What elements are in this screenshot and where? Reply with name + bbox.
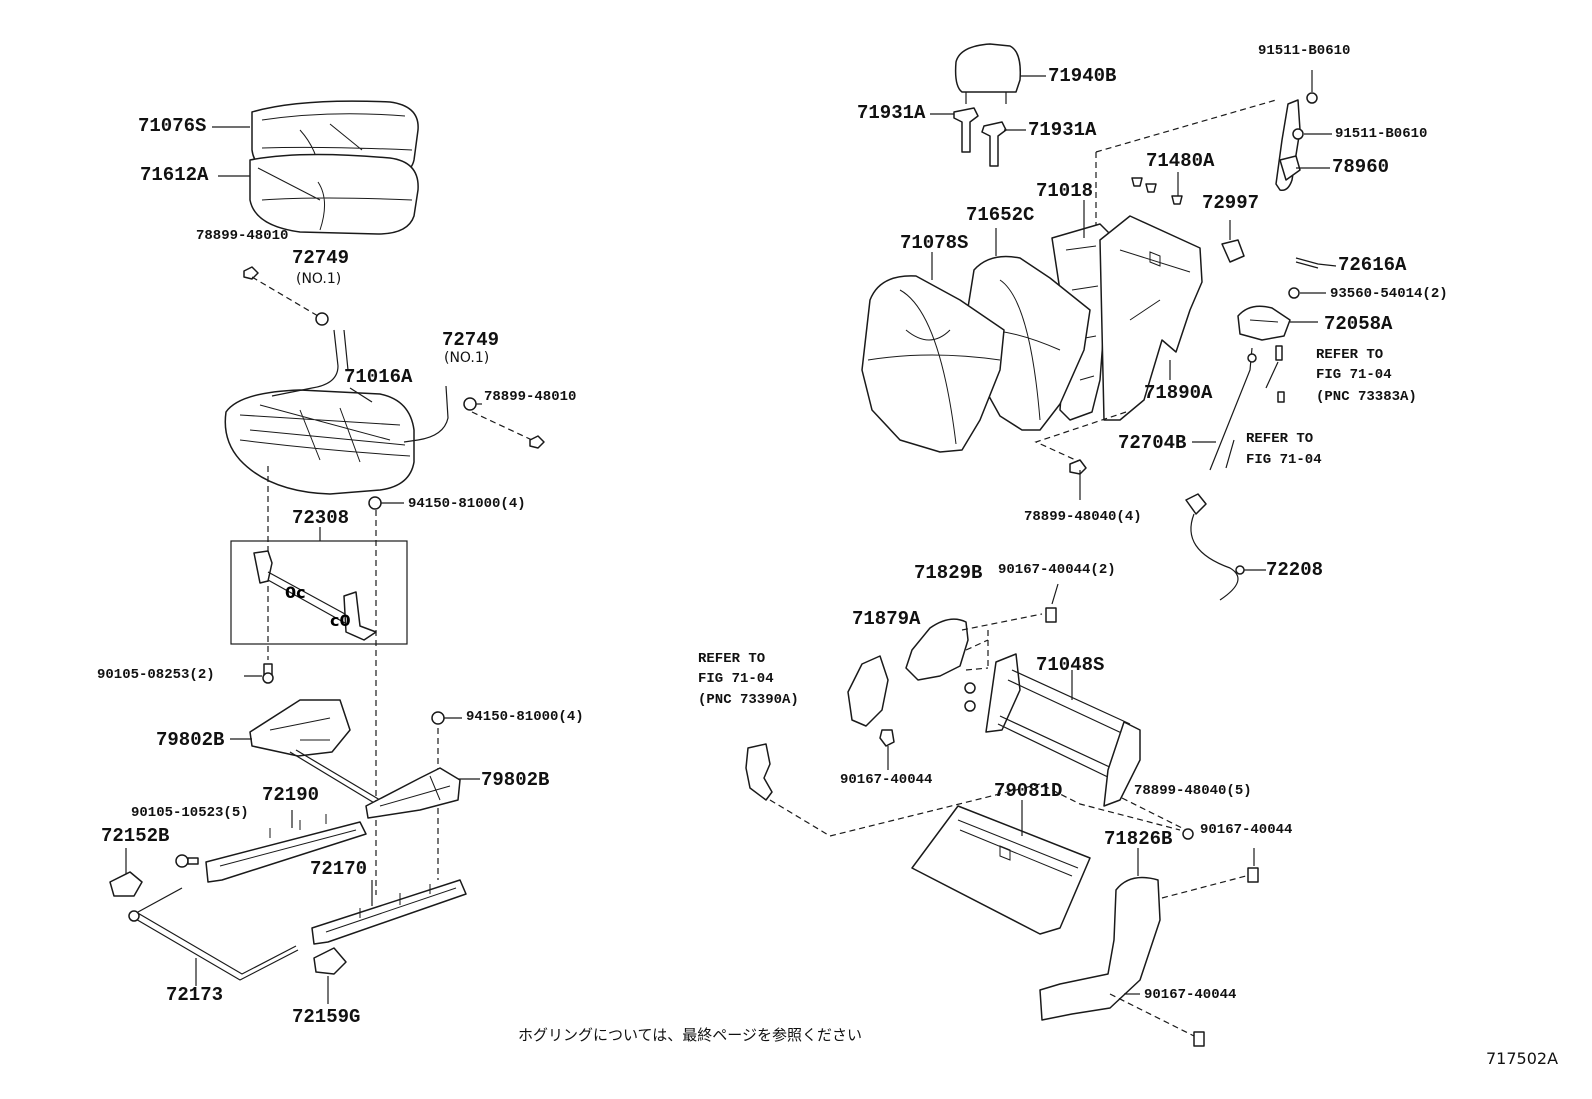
seat-back-cover-71078S (861, 275, 1005, 453)
cover-71879A (847, 655, 889, 727)
label-72170: 72170 (310, 858, 368, 880)
hog-ring-78899-48010 (243, 266, 259, 280)
seat-track-cover-79802B (249, 699, 381, 805)
svg-text:0c: 0c (285, 583, 306, 602)
label-71048S: 71048S (1036, 654, 1105, 676)
cover-72159G (313, 947, 347, 975)
label-71076S: 71076S (138, 115, 207, 137)
label-72749-a-note: (NO.1) (296, 271, 342, 287)
figure-code: 717502A (1486, 1049, 1559, 1068)
label-72173: 72173 (166, 984, 224, 1006)
label-79081D: 79081D (994, 780, 1063, 802)
label-78899-48040-5: 78899-48040(5) (1134, 783, 1252, 799)
label-71652C: 71652C (966, 204, 1035, 226)
label-71940B: 71940B (1048, 65, 1117, 87)
label-78960: 78960 (1332, 156, 1390, 178)
label-71829B: 71829B (914, 562, 983, 584)
label-79802B-a: 79802B (156, 729, 225, 751)
seat-back-frame-71048S (985, 653, 1141, 807)
label-91511-b0610-a: 91511-B0610 (1258, 43, 1351, 59)
refer-3-line-3: (PNC 73390A) (698, 692, 799, 708)
seat-adjuster-72190 (205, 810, 367, 883)
label-72616A: 72616A (1338, 254, 1407, 276)
label-90167-40044-2: 90167-40044(2) (998, 562, 1116, 578)
label-71480A: 71480A (1146, 150, 1215, 172)
label-72190: 72190 (262, 784, 320, 806)
belt-guide-78960 (1275, 99, 1301, 192)
label-72749-b-note: (NO.1) (444, 350, 490, 366)
label-78899-48010-a: 78899-48010 (196, 228, 289, 244)
label-72749-b: 72749 (442, 329, 500, 351)
label-91511-b0610-b: 91511-B0610 (1335, 126, 1428, 142)
label-94150-81000-b: 94150-81000(4) (466, 709, 584, 725)
side-cover-71826B (1039, 876, 1161, 1021)
bar-72173 (128, 887, 299, 981)
label-90167-40044-c: 90167-40044 (1144, 987, 1237, 1003)
label-72159G: 72159G (292, 1006, 361, 1028)
label-71018: 71018 (1036, 180, 1094, 202)
footnote-hog-ring: ホグリングについては、最終ページを参照ください (518, 1026, 862, 1044)
seat-back-board-71890A (1099, 215, 1203, 421)
label-71879A: 71879A (852, 608, 921, 630)
label-71931A-b: 71931A (1028, 119, 1097, 141)
seat-track-cover-79802B-b (365, 767, 461, 819)
svg-text:c0: c0 (330, 611, 351, 630)
seat-adjuster-72170 (311, 879, 467, 945)
cover-71829B (905, 618, 969, 681)
headrest-71940B (954, 43, 1022, 104)
label-71931A-a: 71931A (857, 102, 926, 124)
rod-72616A (1295, 257, 1337, 267)
label-78899-48040-4: 78899-48040(4) (1024, 509, 1142, 525)
release-cable-72704B (1209, 345, 1285, 471)
cable-72208 (1185, 493, 1245, 601)
label-71078S: 71078S (900, 232, 969, 254)
label-71612A: 71612A (140, 164, 209, 186)
label-71826B: 71826B (1104, 828, 1173, 850)
label-90167-40044-a: 90167-40044 (840, 772, 933, 788)
label-71890A: 71890A (1144, 382, 1213, 404)
label-72749-a: 72749 (292, 247, 350, 269)
refer-1-line-2: FIG 71-04 (1316, 367, 1392, 383)
label-79802B-b: 79802B (481, 769, 550, 791)
nut-94150-81000 (368, 496, 382, 510)
clip-72749-b (463, 397, 477, 411)
group-box-72308 (230, 540, 408, 645)
label-90105-08253: 90105-08253(2) (97, 667, 215, 683)
label-93560-54014: 93560-54014(2) (1330, 286, 1448, 302)
bolt-90105-10523 (175, 854, 189, 868)
cap-72997 (1221, 239, 1245, 263)
board-79081D (911, 805, 1091, 935)
seat-back-pad-71652C (965, 255, 1091, 431)
lever-housing-72058A (1237, 305, 1291, 341)
seat-cushion-pad-71612A (249, 153, 419, 235)
label-72152B: 72152B (101, 825, 170, 847)
label-71016A: 71016A (344, 366, 413, 388)
label-90105-10523: 90105-10523(5) (131, 805, 249, 821)
refer-1-line-1: REFER TO (1316, 347, 1384, 363)
label-72308: 72308 (292, 507, 350, 529)
refer-2-line-1: REFER TO (1246, 431, 1314, 447)
label-90167-40044-b: 90167-40044 (1200, 822, 1293, 838)
refer-2-line-2: FIG 71-04 (1246, 452, 1322, 468)
label-72058A: 72058A (1324, 313, 1393, 335)
clips-71480A (1131, 177, 1183, 205)
label-72997: 72997 (1202, 192, 1260, 214)
recliner-link-72308: 0c c0 (253, 550, 377, 641)
label-72208: 72208 (1266, 559, 1324, 581)
label-78899-48010-b: 78899-48010 (484, 389, 577, 405)
headrest-guide-71931A (953, 107, 1007, 167)
refer-3-line-1: REFER TO (698, 651, 766, 667)
refer-1-line-3: (PNC 73383A) (1316, 389, 1417, 405)
belt-buckle (745, 743, 773, 801)
refer-3-line-2: FIG 71-04 (698, 671, 774, 687)
label-72704B: 72704B (1118, 432, 1187, 454)
cover-72152B (109, 871, 143, 897)
clip-72749 (315, 312, 329, 326)
seat-cushion-frame-71016A (224, 329, 449, 495)
label-94150-81000-a: 94150-81000(4) (408, 496, 526, 512)
